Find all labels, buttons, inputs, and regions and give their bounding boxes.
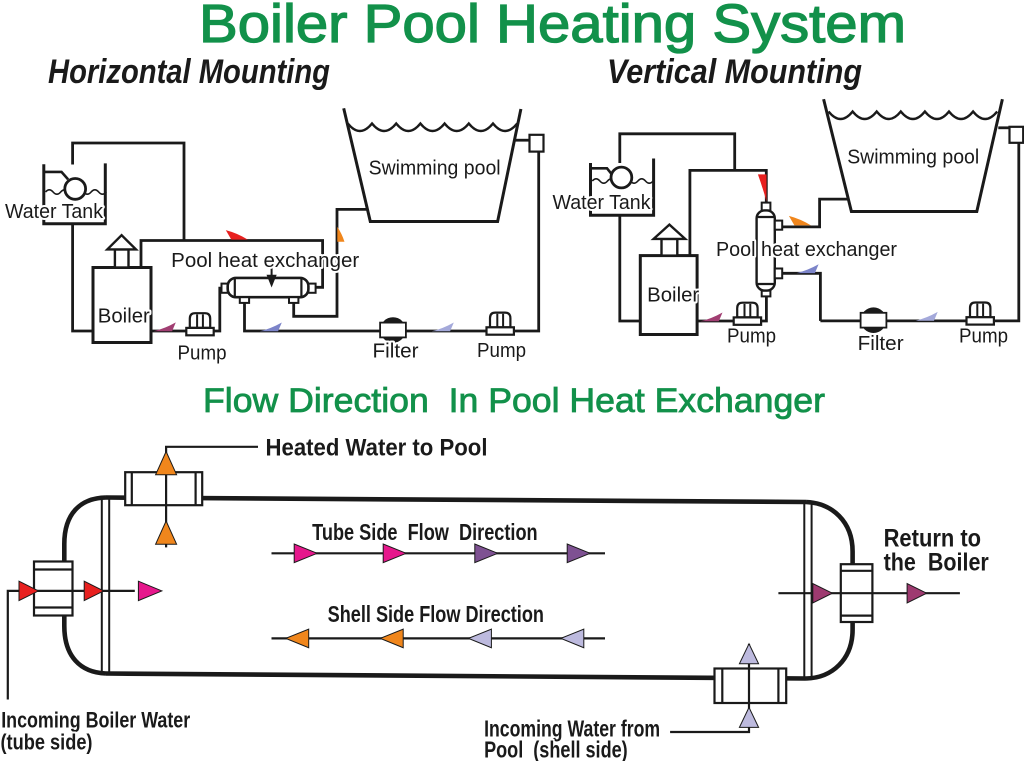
svg-text:Pump: Pump: [959, 325, 1008, 347]
svg-text:Swimming pool: Swimming pool: [847, 147, 979, 169]
svg-text:Vertical Mounting: Vertical Mounting: [607, 53, 862, 91]
svg-text:Incoming Water from: Incoming Water from: [484, 716, 660, 742]
svg-text:Pool heat exchanger: Pool heat exchanger: [716, 239, 897, 261]
svg-text:Swimming pool: Swimming pool: [369, 158, 501, 180]
svg-text:Return to: Return to: [884, 525, 982, 553]
svg-text:Pump: Pump: [178, 343, 227, 365]
svg-text:Water Tank: Water Tank: [5, 201, 104, 223]
svg-text:Pump: Pump: [727, 325, 776, 347]
svg-text:Pool heat exchanger: Pool heat exchanger: [171, 250, 359, 272]
svg-text:Boiler Pool Heating System: Boiler Pool Heating System: [199, 0, 906, 54]
svg-text:Shell Side Flow Direction: Shell Side Flow Direction: [328, 601, 544, 627]
svg-text:Heated Water to Pool: Heated Water to Pool: [266, 435, 488, 462]
svg-text:Horizontal Mounting: Horizontal Mounting: [48, 53, 330, 91]
svg-text:Tube Side Flow Direction: Tube Side Flow Direction: [312, 519, 538, 545]
svg-text:the Boiler: the Boiler: [884, 549, 989, 577]
svg-text:Incoming Boiler Water: Incoming Boiler Water: [1, 708, 190, 733]
svg-text:Pool (shell side): Pool (shell side): [484, 737, 628, 761]
svg-text:Pump: Pump: [477, 340, 526, 362]
svg-text:Flow Direction In Pool Heat E: Flow Direction In Pool Heat Exchanger: [203, 382, 825, 420]
svg-text:(tube side): (tube side): [1, 729, 93, 754]
svg-text:Filter: Filter: [858, 333, 904, 355]
svg-text:Water Tank: Water Tank: [553, 192, 652, 214]
svg-text:Filter: Filter: [373, 341, 419, 363]
svg-text:Boiler: Boiler: [647, 285, 699, 307]
svg-text:Boiler: Boiler: [98, 306, 150, 328]
